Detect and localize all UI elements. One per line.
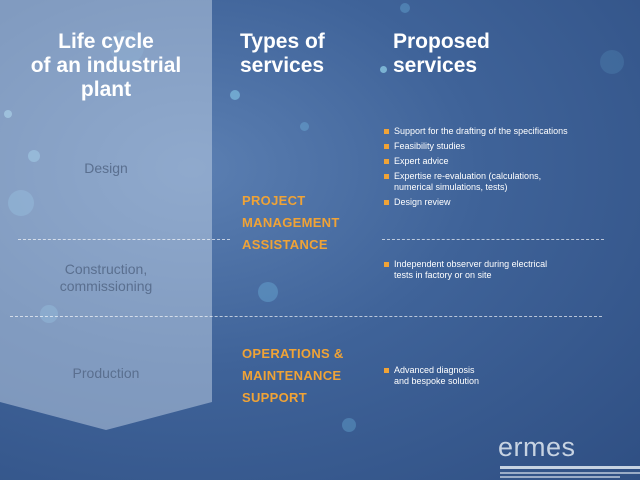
stage-label: Construction,: [64, 261, 148, 277]
proposed-title-line: Proposed: [393, 30, 490, 53]
ermes-logo: ermes: [498, 432, 640, 480]
logo-tagline-mark: [500, 472, 640, 474]
proposed-services-design: Support for the drafting of the specific…: [384, 126, 640, 212]
service-text: Expert advice: [394, 156, 449, 166]
service-text: Expertise re-evaluation (calculations,: [394, 171, 542, 181]
service-text: Feasibility studies: [394, 141, 466, 151]
types-title-line: Types of: [240, 30, 325, 53]
list-item: Expertise re-evaluation (calculations, n…: [384, 171, 640, 193]
lifecycle-column-title: Life cycle of an industrial plant: [0, 30, 212, 102]
bokeh-light: [258, 282, 278, 302]
service-type-line: ASSISTANCE: [242, 237, 328, 252]
bokeh-light: [230, 90, 240, 100]
proposed-column-title: Proposed services: [393, 30, 490, 78]
service-type-line: MAINTENANCE: [242, 368, 342, 383]
service-type-line: SUPPORT: [242, 390, 307, 405]
stage-design: Design: [0, 160, 212, 177]
lifecycle-title-line: plant: [80, 78, 132, 101]
lifecycle-arrow-panel: [0, 0, 212, 430]
service-text: Design review: [394, 197, 451, 207]
service-text: numerical simulations, tests): [394, 182, 508, 192]
lifecycle-title-line: Life cycle: [58, 30, 154, 53]
service-text: Independent observer during electrical: [394, 259, 548, 269]
stage-divider: [382, 239, 604, 240]
proposed-title-line: services: [393, 54, 478, 77]
service-text: Advanced diagnosis: [394, 365, 475, 375]
square-bullet-icon: [384, 262, 389, 267]
service-type-project-management: PROJECT MANAGEMENT ASSISTANCE: [242, 190, 340, 256]
service-text: tests in factory or on site: [394, 270, 492, 280]
types-title-line: services: [240, 54, 325, 77]
service-text: and bespoke solution: [394, 376, 480, 386]
stage-construction: Construction, commissioning: [0, 261, 212, 295]
square-bullet-icon: [384, 159, 389, 164]
square-bullet-icon: [384, 200, 389, 205]
service-type-line: OPERATIONS &: [242, 346, 344, 361]
bokeh-light: [400, 3, 410, 13]
square-bullet-icon: [384, 144, 389, 149]
types-column-title: Types of services: [240, 30, 325, 78]
bokeh-light: [342, 418, 356, 432]
stage-label: Design: [84, 160, 128, 176]
service-type-line: PROJECT: [242, 193, 306, 208]
stage-divider: [10, 316, 602, 317]
list-item: Independent observer during electrical t…: [384, 259, 624, 281]
square-bullet-icon: [384, 174, 389, 179]
list-item: Expert advice: [384, 156, 640, 167]
service-type-line: MANAGEMENT: [242, 215, 340, 230]
logo-bar: [500, 466, 640, 469]
proposed-services-construction: Independent observer during electrical t…: [384, 259, 624, 285]
bokeh-light: [300, 122, 309, 131]
stage-label: commissioning: [59, 278, 153, 294]
bokeh-light: [380, 66, 387, 73]
list-item: Support for the drafting of the specific…: [384, 126, 640, 137]
stage-divider: [18, 239, 230, 240]
stage-label: Production: [72, 365, 140, 381]
bokeh-light: [600, 50, 624, 74]
logo-wordmark: ermes: [498, 432, 576, 462]
square-bullet-icon: [384, 368, 389, 373]
list-item: Feasibility studies: [384, 141, 640, 152]
stage-production: Production: [0, 365, 212, 382]
square-bullet-icon: [384, 129, 389, 134]
proposed-services-production: Advanced diagnosis and bespoke solution: [384, 365, 584, 391]
service-type-operations-maintenance: OPERATIONS & MAINTENANCE SUPPORT: [242, 343, 344, 409]
lifecycle-title-line: of an industrial: [30, 54, 182, 77]
list-item: Design review: [384, 197, 640, 208]
list-item: Advanced diagnosis and bespoke solution: [384, 365, 584, 387]
service-text: Support for the drafting of the specific…: [394, 126, 568, 136]
logo-tagline-mark: [500, 476, 620, 478]
